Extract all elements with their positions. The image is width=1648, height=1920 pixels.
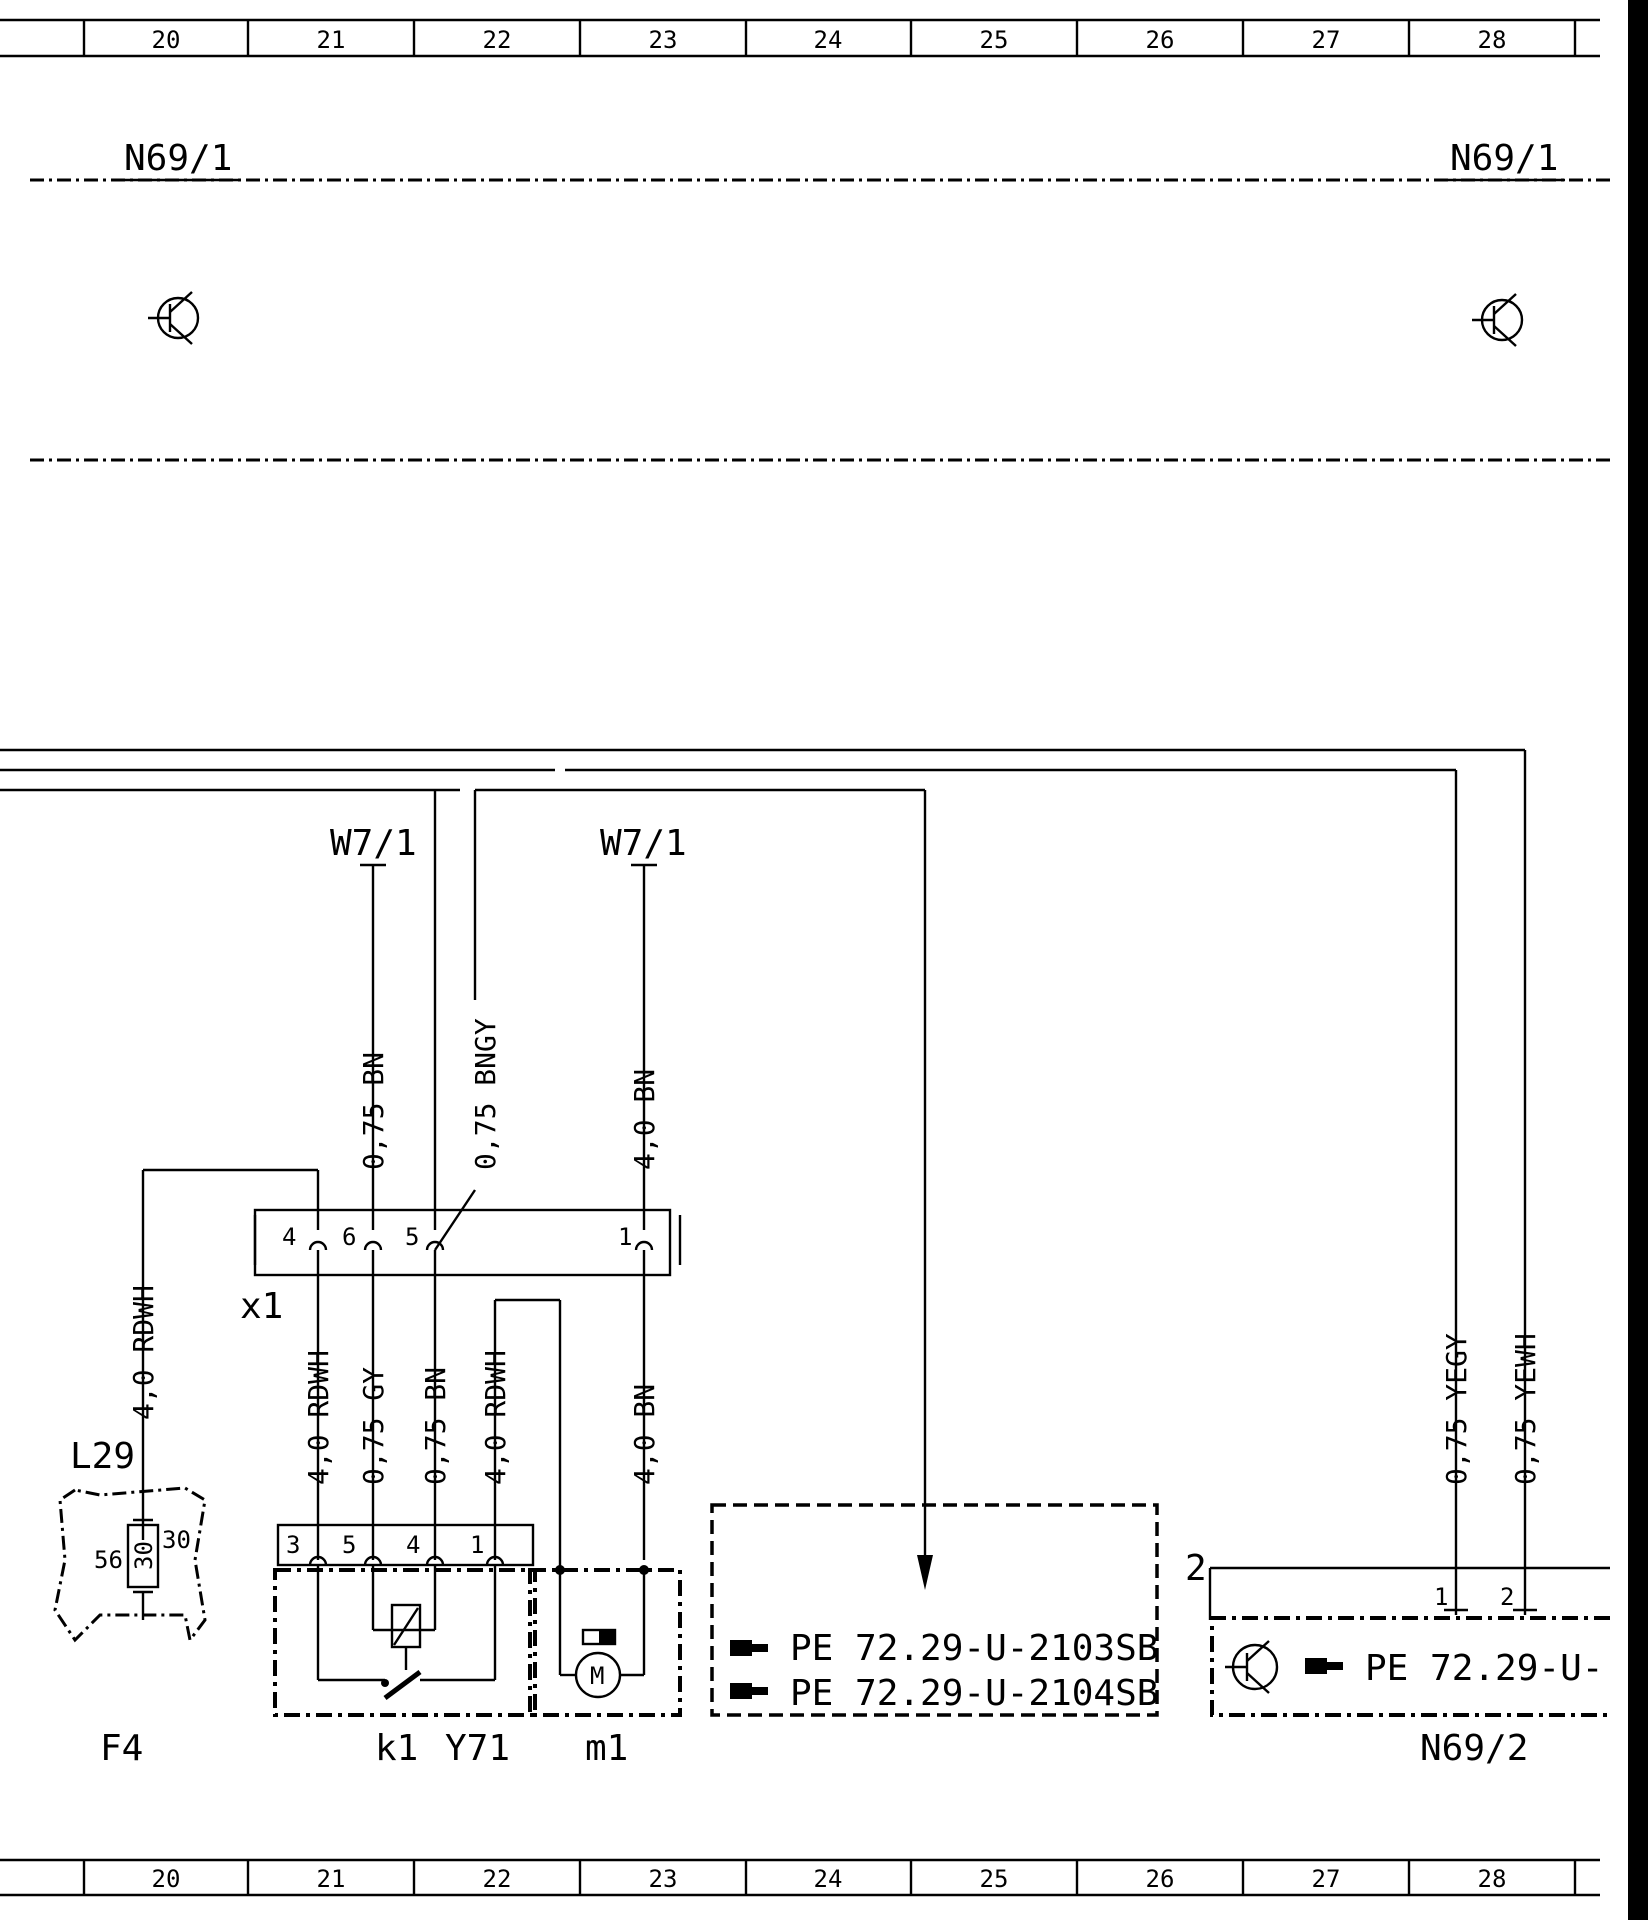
relay-coil-icon — [390, 1603, 422, 1670]
n69-2-pin-outer: 2 — [1185, 1548, 1207, 1589]
n69-2-pin-1: 1 — [1434, 1583, 1448, 1611]
connector-x1: x1 4 6 5 1 — [240, 1189, 682, 1327]
ground-w7-1-right-label: W7/1 — [600, 823, 687, 864]
module-n69-2-label: N69/2 — [1420, 1728, 1528, 1769]
pointing-hand-icon — [730, 1683, 768, 1699]
relay-y71: 3 5 4 1 k1 Y71 — [273, 1523, 537, 1769]
top-grid-col-26: 26 — [1146, 26, 1175, 54]
wire-label-40rdwh-m1: 4,0 RDWH — [479, 1350, 512, 1485]
bottom-grid-col-22: 22 — [483, 1865, 512, 1893]
fuse-f4: L29 30 56 30 F4 — [53, 1436, 207, 1769]
wire-label-40bn-top: 4,0 BN — [628, 1069, 661, 1170]
reference-pe-partial: PE 72.29-U- — [1365, 1648, 1603, 1689]
wire-label-075bngy: 0,75 BNGY — [469, 1018, 502, 1170]
module-n69-2: 0,75 YEGY 0,75 YEWH 1 2 2 PE 72.29-U- N6… — [1185, 1333, 1610, 1769]
transistor-icon — [1225, 1640, 1279, 1694]
motor-symbol: M — [590, 1662, 604, 1690]
connector-x1-label: x1 — [240, 1286, 283, 1327]
ground-point-w7-1-left: W7/1 — [330, 823, 417, 1230]
bottom-grid-col-24: 24 — [814, 1865, 843, 1893]
top-grid-col-23: 23 — [649, 26, 678, 54]
module-n69-1: N69/1 N69/1 — [30, 138, 1610, 462]
relay-pin-1: 1 — [470, 1531, 484, 1559]
motor-icon: M — [574, 1628, 622, 1699]
connector-x1-pin-1: 1 — [618, 1223, 632, 1251]
top-grid-ruler: 20 21 22 23 24 25 26 27 28 — [0, 18, 1600, 58]
reference-pe-2104sb: PE 72.29-U-2104SB — [790, 1673, 1158, 1714]
harness-wires: 4,0 RDWH 0,75 GY 0,75 BN 4,0 RDWH 4,0 BN — [302, 1250, 661, 1570]
reference-pe-2103sb: PE 72.29-U-2103SB — [790, 1628, 1158, 1669]
relay-pin-3: 3 — [286, 1531, 300, 1559]
wire-label-40bn-m1: 4,0 BN — [628, 1384, 661, 1485]
ground-w7-1-left-label: W7/1 — [330, 823, 417, 864]
component-m1: m1 — [585, 1728, 628, 1769]
right-border — [1628, 0, 1648, 1920]
connector-x1-pin-4: 4 — [282, 1223, 296, 1251]
top-grid-col-28: 28 — [1478, 26, 1507, 54]
reference-box-pe: PE 72.29-U-2103SB PE 72.29-U-2104SB — [710, 1503, 1159, 1717]
wire-label-075yegy: 0,75 YEGY — [1440, 1333, 1473, 1485]
wire-label-075bn-k1: 0,75 BN — [419, 1367, 452, 1485]
relay-pin-5: 5 — [342, 1531, 356, 1559]
component-k1: k1 — [375, 1728, 418, 1769]
module-n69-1-label-left: N69/1 — [124, 138, 232, 179]
top-grid-col-20: 20 — [152, 26, 181, 54]
top-grid-col-25: 25 — [980, 26, 1009, 54]
connector-x1-pin-6: 6 — [342, 1223, 356, 1251]
bus-wires — [0, 748, 1527, 1590]
top-grid-col-24: 24 — [814, 26, 843, 54]
pointing-hand-icon — [1305, 1658, 1343, 1674]
fuse-right-pin: 30 — [162, 1526, 191, 1554]
bottom-grid-col-26: 26 — [1146, 1865, 1175, 1893]
wire-label-075bn-top: 0,75 BN — [357, 1052, 390, 1170]
top-grid-col-21: 21 — [317, 26, 346, 54]
wire-label-40rdwh-left: 4,0 RDWH — [127, 1285, 160, 1420]
component-y71: Y71 — [445, 1728, 510, 1769]
bottom-grid-col-20: 20 — [152, 1865, 181, 1893]
bottom-grid-col-25: 25 — [980, 1865, 1009, 1893]
connector-x1-pin-5: 5 — [405, 1223, 419, 1251]
wire-label-075gy: 0,75 GY — [357, 1367, 390, 1485]
fuse-value: 30 — [130, 1541, 158, 1570]
top-grid-col-22: 22 — [483, 26, 512, 54]
feed-wire-rdwh: 4,0 RDWH — [127, 1168, 320, 1460]
bottom-grid-col-28: 28 — [1478, 1865, 1507, 1893]
n69-2-pin-2: 2 — [1500, 1583, 1514, 1611]
ground-point-w7-1-right: W7/1 — [600, 823, 687, 1230]
transistor-icon — [1472, 293, 1524, 347]
fuse-left-pin: 56 — [94, 1546, 123, 1574]
top-grid-col-27: 27 — [1312, 26, 1341, 54]
fuse-icon: 30 — [126, 1518, 160, 1620]
arrow-icon — [917, 1555, 933, 1590]
bottom-grid-col-23: 23 — [649, 1865, 678, 1893]
motor-m1: M m1 — [528, 1565, 682, 1769]
module-n69-1-label-right: N69/1 — [1450, 138, 1558, 179]
fuse-l29-label: L29 — [70, 1436, 135, 1477]
transistor-icon — [148, 291, 200, 345]
bottom-grid-col-27: 27 — [1312, 1865, 1341, 1893]
component-f4: F4 — [100, 1728, 143, 1769]
bottom-grid-ruler: 20 21 22 23 24 25 26 27 28 — [0, 1858, 1600, 1897]
wire-label-075yewh: 0,75 YEWH — [1509, 1333, 1542, 1485]
bottom-grid-col-21: 21 — [317, 1865, 346, 1893]
wire-label-40rdwh-k1: 4,0 RDWH — [302, 1350, 335, 1485]
relay-pin-4: 4 — [406, 1531, 420, 1559]
pointing-hand-icon — [730, 1640, 768, 1656]
